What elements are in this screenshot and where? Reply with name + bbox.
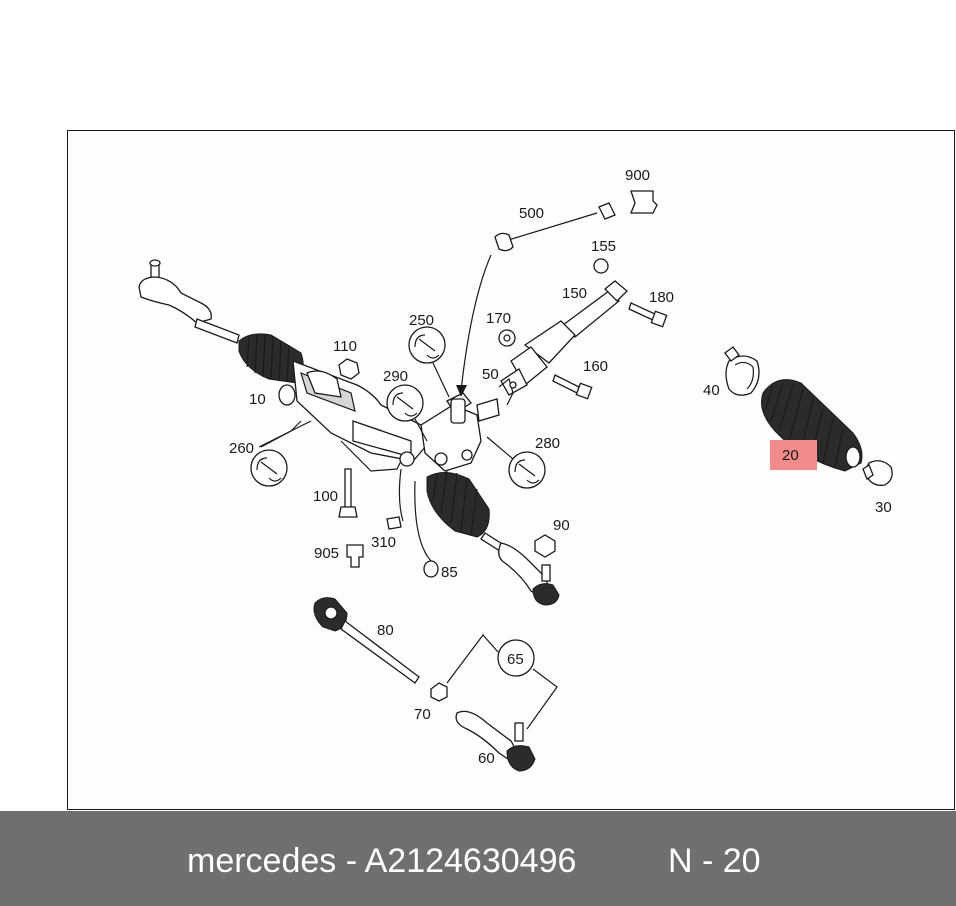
callout-labels: 900 500 155 150 180 170 250 110 290 50 1… xyxy=(229,167,892,767)
boot-parts-group xyxy=(724,346,893,486)
callout-250: 250 xyxy=(409,312,434,329)
callout-90: 90 xyxy=(553,517,570,534)
callout-10: 10 xyxy=(249,391,266,408)
callout-60: 60 xyxy=(478,750,495,767)
callout-30: 30 xyxy=(875,499,892,516)
steering-boot xyxy=(761,379,863,472)
callout-100: 100 xyxy=(313,488,338,505)
callout-20: 20 xyxy=(782,447,799,464)
steering-rack-exploded-diagram: 900 500 155 150 180 170 250 110 290 50 1… xyxy=(138,167,893,772)
callout-160: 160 xyxy=(583,358,608,375)
callout-80: 80 xyxy=(377,622,394,639)
parts-diagram-frame: 900 500 155 150 180 170 250 110 290 50 1… xyxy=(67,130,955,810)
lower-parts-group xyxy=(313,597,558,772)
callout-65: 65 xyxy=(507,651,524,668)
part-number-caption: mercedes - A2124630496 xyxy=(187,842,577,880)
callout-50: 50 xyxy=(482,366,499,383)
highlight-box xyxy=(770,440,817,470)
callout-150: 150 xyxy=(562,285,587,302)
callout-70: 70 xyxy=(414,706,431,723)
callout-290: 290 xyxy=(383,368,408,385)
callout-310: 310 xyxy=(371,534,396,551)
callout-280: 280 xyxy=(535,435,560,452)
steering-shaft-group xyxy=(456,190,668,406)
diagram-reference-caption: N - 20 xyxy=(668,842,761,880)
steering-rack-assembly xyxy=(138,259,560,606)
callout-260: 260 xyxy=(229,440,254,457)
wrench-symbols xyxy=(250,326,546,489)
callout-155: 155 xyxy=(591,238,616,255)
hardware-group xyxy=(258,358,556,578)
callout-180: 180 xyxy=(649,289,674,306)
callout-900: 900 xyxy=(625,167,650,184)
callout-40: 40 xyxy=(703,382,720,399)
callout-905: 905 xyxy=(314,545,339,562)
caption-bar: mercedes - A2124630496 N - 20 xyxy=(0,811,956,906)
callout-170: 170 xyxy=(486,310,511,327)
callout-500: 500 xyxy=(519,205,544,222)
callout-110: 110 xyxy=(333,338,357,355)
callout-85: 85 xyxy=(441,564,458,581)
